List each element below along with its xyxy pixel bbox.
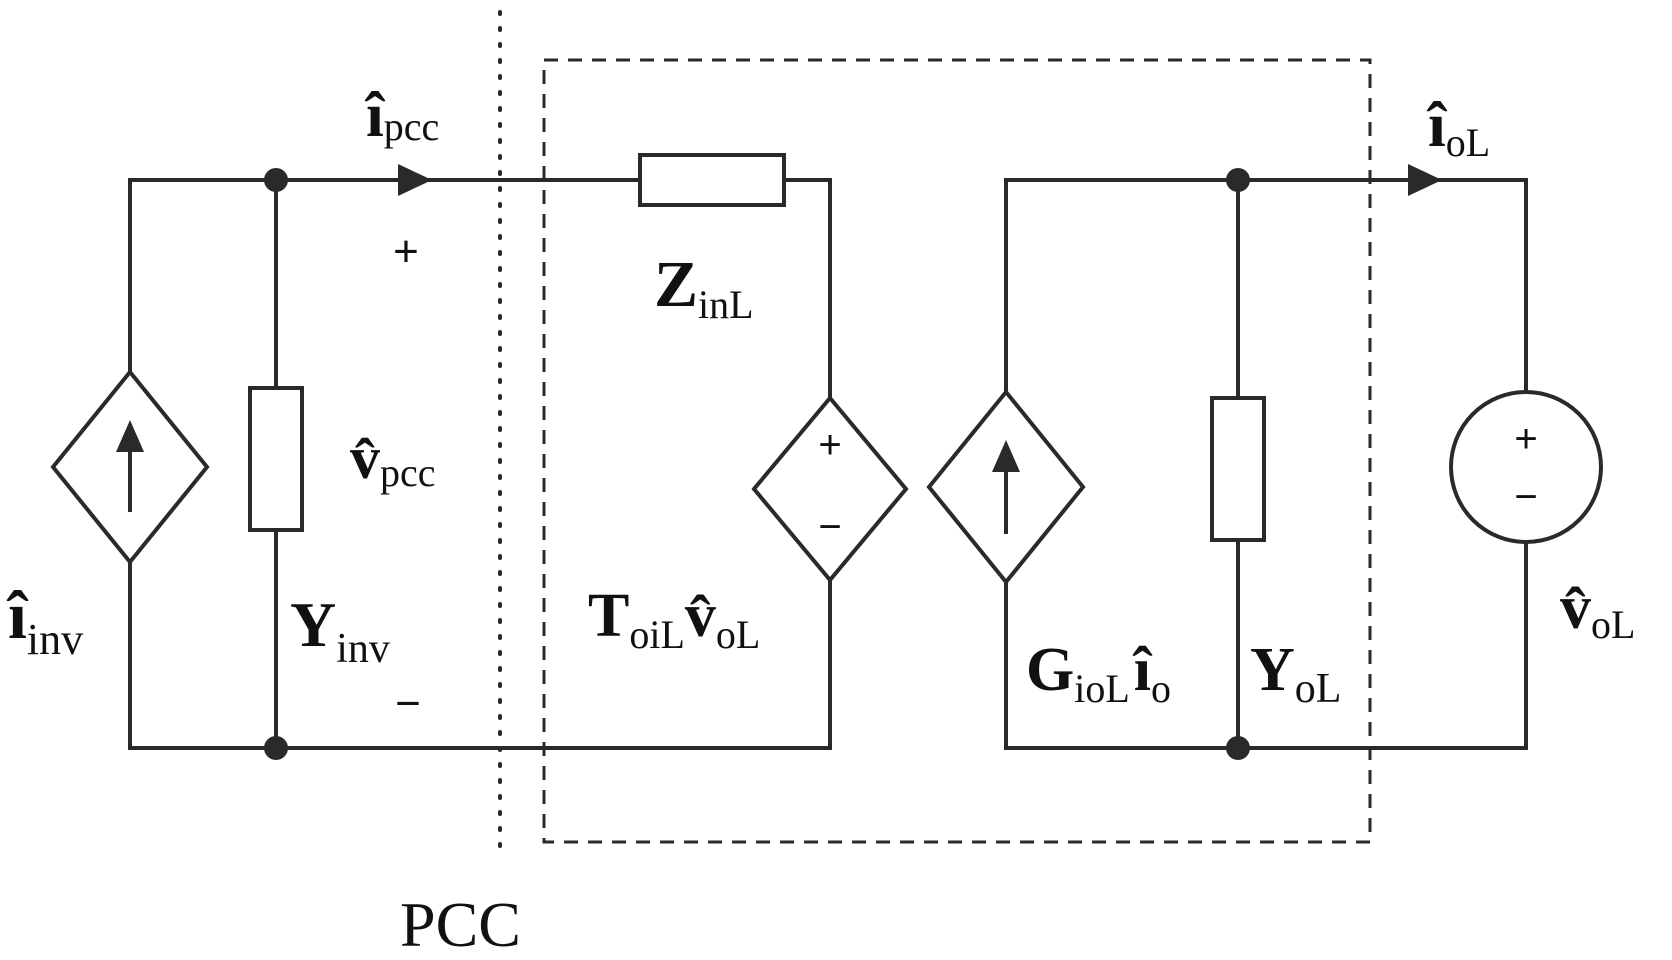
label-i-pcc: îpcc xyxy=(364,79,439,150)
load-admittance xyxy=(1210,396,1266,542)
output-voltage-source: + − xyxy=(1449,390,1603,544)
label-z-inl: ZinL xyxy=(654,248,754,327)
label-v-pcc: v̂pcc xyxy=(350,425,436,495)
junction-node xyxy=(264,736,288,760)
pcc-plus-sign: + xyxy=(393,227,419,276)
junction-nodes xyxy=(264,168,1250,760)
label-t-oil-v-ol: ToiLv̂oL xyxy=(588,582,760,657)
pcc-minus-sign: − xyxy=(395,679,421,728)
dependent-voltage-source: + − xyxy=(751,394,909,584)
junction-node xyxy=(1226,168,1250,192)
inverter-network-wires xyxy=(128,178,832,750)
ideal-source-plus: + xyxy=(1514,417,1537,461)
label-y-ol: YoL xyxy=(1250,636,1341,712)
output-current-arrow-icon xyxy=(1408,164,1442,196)
line-impedance xyxy=(638,153,786,207)
label-pcc: PCC xyxy=(400,889,521,960)
inverter-admittance xyxy=(248,386,304,532)
inverter-current-source xyxy=(50,368,210,566)
ideal-source-minus: − xyxy=(1514,475,1537,519)
junction-node xyxy=(1226,736,1250,760)
voltage-source-plus: + xyxy=(818,423,841,467)
arrow-up-icon xyxy=(992,440,1020,472)
arrow-up-icon xyxy=(116,420,144,452)
voltage-source-minus: − xyxy=(818,505,841,549)
label-g-iol-i-o: GioLîo xyxy=(1026,636,1171,711)
label-i-ol: îoL xyxy=(1426,89,1490,165)
pcc-current-arrow-icon xyxy=(398,164,432,196)
dependent-current-source xyxy=(926,388,1086,586)
label-v-ol: v̂oL xyxy=(1560,574,1635,647)
label-i-inv: îinv xyxy=(6,577,83,664)
junction-node xyxy=(264,168,288,192)
load-network-wires xyxy=(1004,178,1528,750)
label-y-inv: Yinv xyxy=(290,589,390,672)
load-model-box xyxy=(542,58,1372,844)
